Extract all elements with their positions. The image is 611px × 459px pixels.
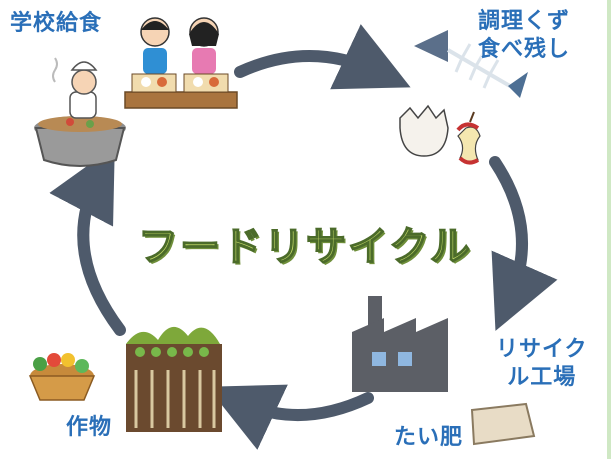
label-crops: 作物 [66,415,113,440]
vegetable-basket-icon [28,353,96,401]
field-crops-icon [126,326,222,432]
eggshell-icon [399,104,449,157]
label-school-lunch: 学校給食 [10,11,103,36]
chef-cooking-icon [34,57,126,167]
diagram-title: フードリサイクル [137,223,472,271]
label-food-waste: 調理くず 食べ残し [478,9,571,62]
factory-icon [352,296,448,392]
page-border [607,0,611,459]
fish-bone-icon [414,30,528,98]
apple-core-icon [456,111,481,165]
compost-bag-icon [470,402,536,446]
arrow-plant-to-crops [207,384,374,450]
arrow-lunch-to-waste [234,24,411,90]
label-compost: たい肥 [394,425,464,450]
arrow-crops-to-lunch [49,146,126,336]
label-recycling-plant: リサイク ル工場 [496,337,588,390]
children-lunch-icon [124,17,238,109]
arrow-waste-to-plant [489,156,558,331]
cycle-arrows [49,24,558,450]
